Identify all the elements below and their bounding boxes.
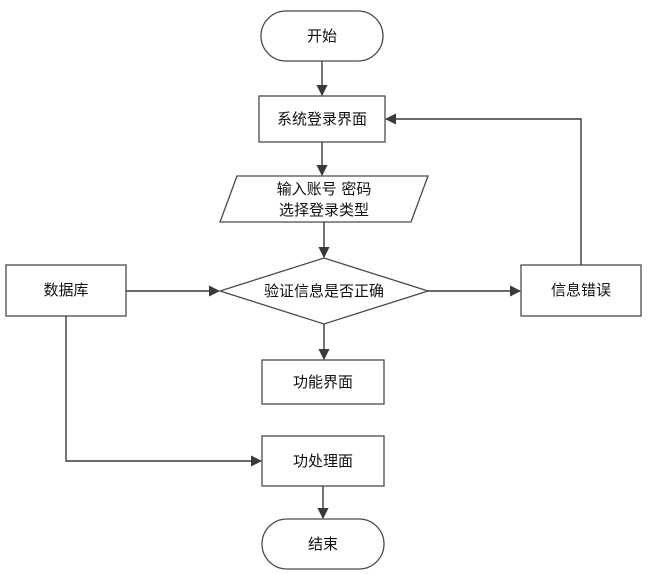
input-label-line2: 选择登录类型 <box>279 201 369 219</box>
login-screen-label: 系统登录界面 <box>277 110 367 128</box>
arrow-error-to-login <box>384 113 582 265</box>
arrow-database-to-process <box>65 316 263 467</box>
verify-decision-node: 验证信息是否正确 <box>217 257 431 325</box>
end-label: 结束 <box>308 535 338 553</box>
database-node: 数据库 <box>5 264 127 317</box>
input-node: 输入账号 密码 选择登录类型 <box>219 175 429 223</box>
start-node: 开始 <box>260 10 384 62</box>
database-label: 数据库 <box>43 281 88 299</box>
process-screen-label: 功处理面 <box>293 452 353 470</box>
input-label-line1: 输入账号 密码 <box>277 180 372 198</box>
process-screen-node: 功处理面 <box>261 435 385 487</box>
login-screen-node: 系统登录界面 <box>258 95 386 143</box>
info-error-label: 信息错误 <box>551 281 611 299</box>
function-screen-node: 功能界面 <box>261 359 385 405</box>
end-node: 结束 <box>261 518 385 570</box>
verify-label: 验证信息是否正确 <box>264 282 384 300</box>
function-screen-label: 功能界面 <box>293 373 353 391</box>
info-error-node: 信息错误 <box>520 264 642 317</box>
start-label: 开始 <box>307 27 337 45</box>
